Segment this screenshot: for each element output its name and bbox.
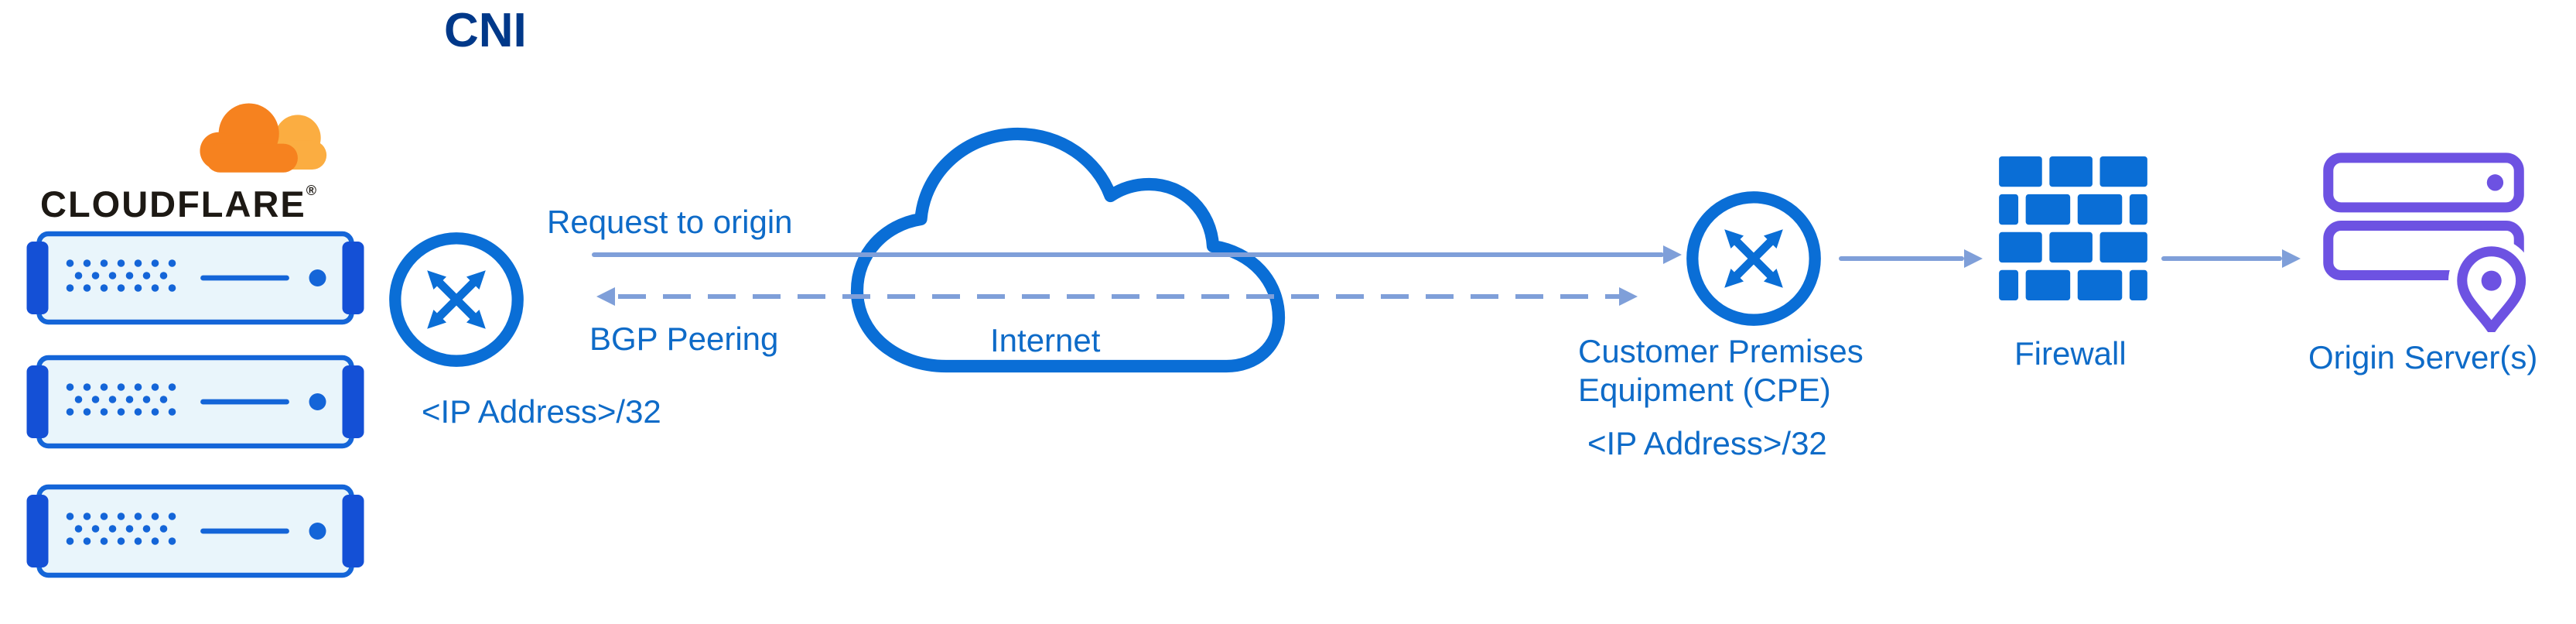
- server-rack-icon: [23, 482, 367, 580]
- trademark-symbol: ®: [306, 183, 319, 198]
- cloudflare-router-icon: [387, 230, 526, 369]
- bgp-arrow-line: [618, 294, 1619, 299]
- cloudflare-wordmark-text: CLOUDFLARE: [40, 183, 306, 225]
- origin-server-icon: [2323, 153, 2535, 332]
- request-arrow-line: [592, 252, 1664, 257]
- cpe-to-firewall-arrow-line: [1839, 256, 1964, 261]
- firewall-to-origin-arrow-line: [2161, 256, 2282, 261]
- request-arrowhead-icon: [1663, 245, 1682, 264]
- diagram-title: CNI: [444, 4, 527, 57]
- internet-label: Internet: [990, 322, 1101, 358]
- server-rack-icon: [23, 353, 367, 451]
- server-rack-icon: [23, 229, 367, 327]
- request-to-origin-label: Request to origin: [547, 204, 793, 240]
- cpe-label-line1: Customer Premises: [1578, 333, 1864, 369]
- firewall-to-origin-arrowhead-icon: [2282, 249, 2301, 268]
- cloudflare-router-ip-label: <IP Address>/32: [422, 393, 661, 430]
- cpe-router-icon: [1684, 189, 1823, 328]
- bgp-arrowhead-right-icon: [1619, 287, 1638, 306]
- bgp-arrowhead-left-icon: [596, 287, 615, 306]
- cpe-to-firewall-arrowhead-icon: [1964, 249, 1983, 268]
- firewall-label: Firewall: [2014, 335, 2127, 372]
- origin-server-label: Origin Server(s): [2308, 339, 2538, 375]
- cpe-ip-label: <IP Address>/32: [1587, 425, 1827, 461]
- cpe-label-line2: Equipment (CPE): [1578, 372, 1831, 409]
- cloudflare-wordmark: CLOUDFLARE®: [40, 183, 318, 225]
- cloudflare-logo-icon: [200, 103, 327, 173]
- cpe-label: Customer Premises Equipment (CPE): [1578, 332, 1864, 410]
- firewall-icon: [1999, 156, 2147, 300]
- internet-cloud-icon: [850, 127, 1286, 373]
- bgp-peering-label: BGP Peering: [589, 321, 779, 357]
